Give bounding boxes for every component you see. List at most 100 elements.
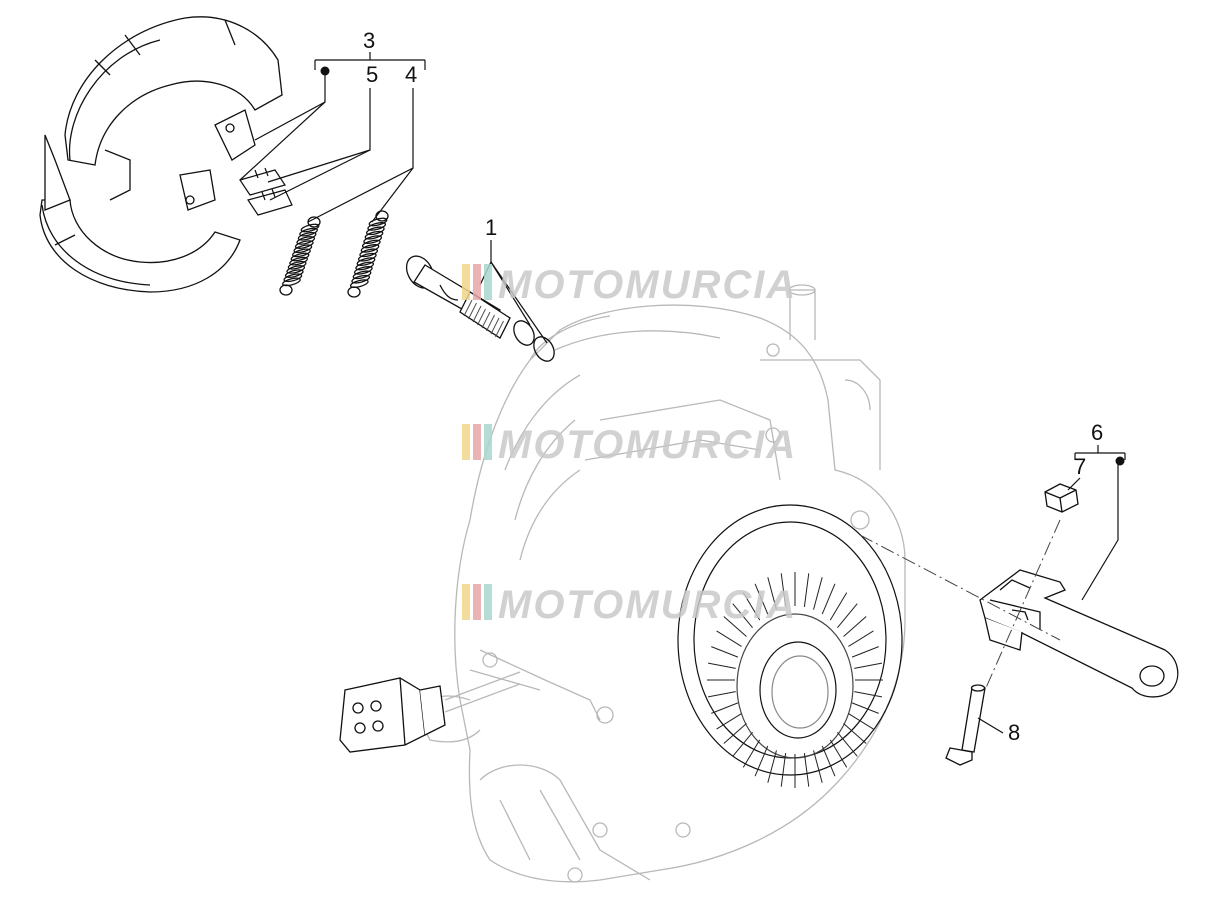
bolt-axis [984,519,1061,691]
cooling-fin [829,592,848,621]
cooling-fin [843,616,867,637]
cooling-fin [848,713,874,730]
cooling-fin [767,577,777,610]
connector-plug [339,671,521,753]
spring-hook [375,210,389,222]
spline-tooth [495,320,504,338]
cooling-fin [854,691,883,698]
cooling-fin [780,573,787,607]
spring-coil [290,252,310,262]
spring-coil [357,252,377,262]
cooling-fin [754,745,769,777]
callout-3: 3 [363,28,375,53]
cooling-fin [851,646,879,658]
callout-1: 1 [485,215,497,240]
bracket-dot-3 [320,66,330,76]
cooling-fin [813,577,823,610]
cooling-fin [754,583,769,615]
spline-tooth [486,314,495,332]
cooling-fin [742,739,761,768]
cooling-fin [707,691,736,698]
cooling-fin [767,750,777,783]
nut [1044,483,1079,513]
cooling-fin [780,753,787,787]
cooling-fin [732,732,753,757]
leader-lines [239,52,1126,734]
watermark-text: MOTOMURCIA [498,263,797,307]
spring-coil [364,230,384,240]
bracket-dot-6 [1115,456,1125,466]
spline-tooth [481,311,491,329]
spring-coil [297,231,317,241]
watermark-row-top: MOTOMURCIA [462,263,797,307]
callout-7: 7 [1074,454,1086,479]
spring-coil [365,226,385,236]
cooling-fin [843,723,867,744]
watermark-row-bottom: MOTOMURCIA [462,583,797,627]
watermark: MOTOMURCIA MOTOMURCIA MOTOMURCIA [462,263,797,627]
brake-shoes [39,16,283,293]
brake-lever [979,569,1179,698]
springs [279,210,389,298]
spring-coil [367,222,387,231]
cooling-fin [848,630,874,647]
spring-coil [283,273,303,283]
spline-tooth [463,299,473,317]
brake-cam-shaft [405,255,555,362]
spring-coil [286,265,306,274]
callout-5: 5 [366,62,378,87]
cooling-fin [711,646,739,658]
spring-coil [359,248,379,258]
spring-coil [356,257,376,266]
spring-coil [355,261,375,271]
cooling-fin [851,702,879,714]
shoe-clips [239,167,293,216]
spring-coil [353,266,373,275]
callout-8: 8 [1008,720,1020,745]
cooling-fin [707,662,736,669]
spring-coil [299,227,318,237]
spline-tooth [477,308,486,326]
cooling-fin [854,662,883,669]
spline-tooth [490,317,500,335]
spring-coil [294,240,314,249]
cooling-fin [837,603,858,628]
spring-coil [284,269,304,278]
spring-coil [287,260,307,270]
assembly-axis [859,534,1061,641]
spline-tooth [468,302,477,320]
cooling-fin [821,745,836,777]
spring-coil [282,277,301,287]
cooling-fin [711,702,739,714]
spring-coil [351,274,371,284]
bolt [945,684,986,766]
watermark-text: MOTOMURCIA [498,423,797,467]
cooling-fin [742,592,761,621]
callout-6: 6 [1091,420,1103,445]
spring-coil [349,279,369,288]
spline-tooth [472,305,482,323]
spring-coil [361,239,381,249]
cooling-fin [803,753,810,787]
spring-coil [293,244,313,254]
spring-coil [360,244,380,253]
cooling-fin [732,603,753,628]
spring-coil [289,256,308,266]
watermark-row-middle: MOTOMURCIA [462,423,797,467]
watermark-text: MOTOMURCIA [498,583,797,627]
cooling-fin [723,616,747,637]
cooling-fin [813,750,823,783]
cooling-fin [716,713,742,730]
engine-housing [419,284,906,883]
cooling-fin [716,630,742,647]
flywheel-cover [677,504,903,788]
spring-coil [363,235,383,244]
spring-coil [352,270,372,280]
cooling-fin [723,723,747,744]
cooling-fin [803,573,810,607]
callout-4: 4 [405,62,417,87]
spring-coil [292,248,311,258]
cooling-fin [821,583,836,615]
cooling-fin [837,732,858,757]
